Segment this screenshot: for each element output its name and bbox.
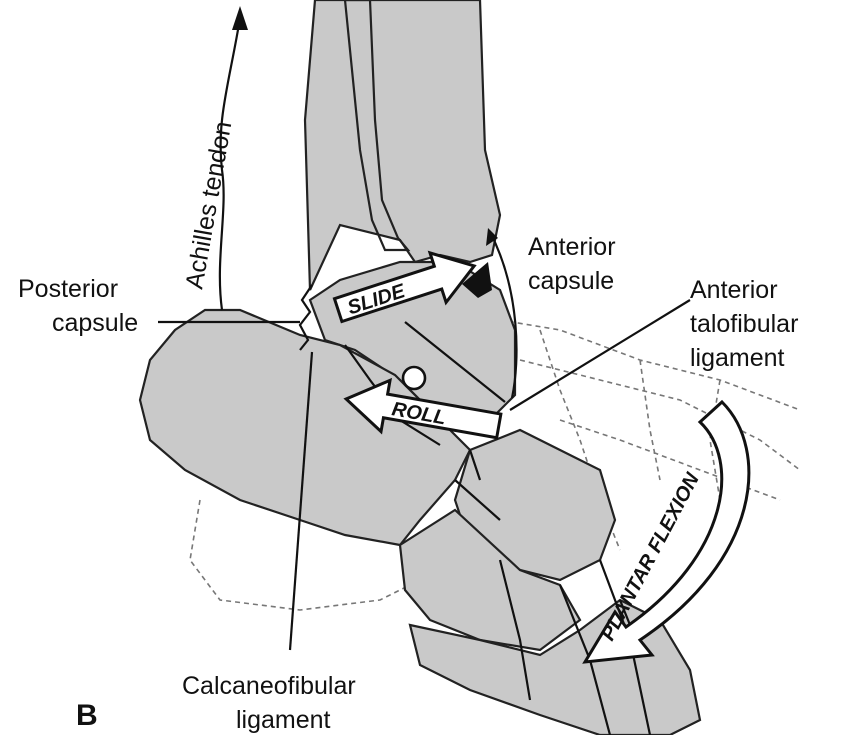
calcaneofibular-label-line1: Calcaneofibular — [182, 672, 356, 700]
anterior-capsule-label-line1: Anterior — [528, 233, 616, 261]
anterior-talofibular-label-line1: Anterior — [690, 276, 778, 304]
posterior-capsule-label-line2: capsule — [52, 309, 138, 337]
anterior-talofibular-label-line2: talofibular — [690, 310, 798, 338]
rotation-axis-circle — [403, 367, 425, 389]
calcaneofibular-label-line2: ligament — [236, 706, 331, 734]
figure-letter: B — [76, 699, 98, 732]
anterior-capsule-label-line2: capsule — [528, 267, 614, 295]
achilles-arrowhead — [232, 6, 248, 30]
posterior-capsule-label-line1: Posterior — [18, 275, 118, 303]
achilles-tendon-label: Achilles tendon — [180, 119, 237, 291]
tibia-bone — [305, 0, 500, 290]
anterior-talofibular-label-line3: ligament — [690, 344, 785, 372]
anterior-talofibular-leader — [510, 300, 690, 410]
